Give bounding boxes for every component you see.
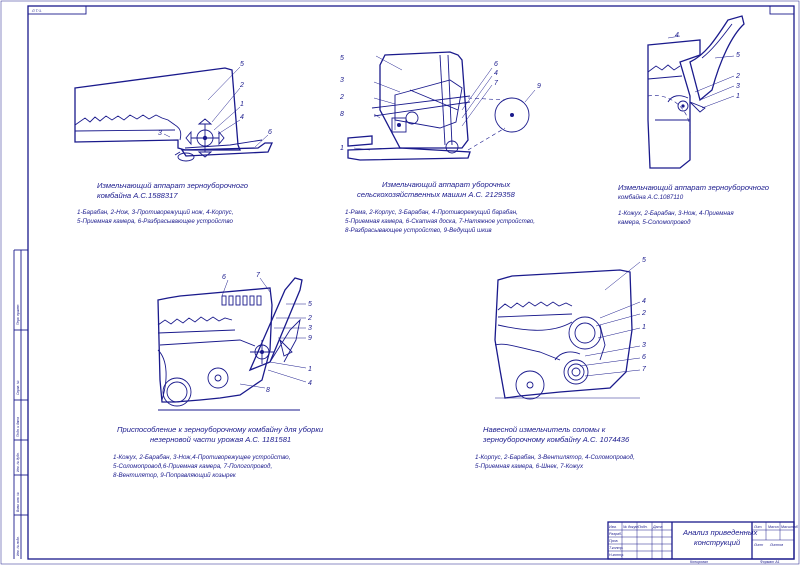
fig2-label-6: 6 — [494, 61, 498, 68]
tb-row-sign: Подп. — [638, 525, 648, 529]
fig5-legend-line2: 5-Приемная камера, 6-Шнек, 7-Кожух — [475, 463, 584, 470]
tb-col-scale: Масштаб — [781, 525, 799, 529]
tb-name-line2: конструкций — [694, 538, 741, 547]
tb-sheets: Листов — [769, 543, 783, 547]
fig4-legend-line3: 8-Вентилятор, 9-Поправляющий козырек — [113, 472, 237, 479]
fig2-legend-line3: 8-Разбрасывающее устройство, 9-Ведущий ш… — [345, 227, 492, 234]
fig5-label-6: 6 — [642, 354, 646, 361]
fig2-title-line2: сельскохозяйственных машин А.С. 2129358 — [357, 190, 516, 199]
tb-row-date: Дата — [652, 525, 662, 529]
fig3-title-line2: комбайна А.С.1087110 — [618, 194, 684, 201]
fig5-label-7: 7 — [642, 366, 647, 373]
fig3-label-5: 5 — [736, 52, 740, 59]
tb-row-doc: № докум. — [623, 525, 639, 529]
fig1-label-5: 5 — [240, 61, 244, 68]
figure-2-drawing — [347, 51, 536, 161]
fig4-label-7: 7 — [256, 272, 261, 279]
fig5-title-line2: зерноуборочному комбайну А.С. 1074436 — [482, 435, 630, 444]
fig4-label-4: 4 — [308, 380, 312, 387]
fig1-label-2: 2 — [239, 82, 244, 89]
fig1-title-line1: Измельчающий аппарат зерноуборочного — [97, 181, 248, 190]
fig2-legend-line2: 5-Приемная камера, 6-Скатная доска, 7-На… — [345, 218, 535, 225]
fig1-label-6: 6 — [268, 129, 272, 136]
fig4-label-2: 2 — [307, 315, 312, 322]
tb-role-3: Т.контр. — [609, 546, 624, 550]
tb-role-2: Пров. — [609, 539, 618, 543]
side-label-1: Перв. примен. — [16, 304, 20, 325]
top-right-sheet-box — [769, 5, 795, 15]
tb-format: Формат A1 — [760, 560, 780, 564]
figure-4-drawing — [157, 277, 307, 411]
fig1-label-3: 3 — [158, 130, 162, 137]
tb-col-mass: Масса — [768, 525, 779, 529]
fig4-label-5: 5 — [308, 301, 312, 308]
side-label-5: Взам. инв. № — [16, 492, 20, 512]
fig4-label-1: 1 — [308, 366, 312, 373]
fig2-label-3: 3 — [340, 77, 344, 84]
figure-2: 5 3 2 8 1 6 4 7 9 Измельчающий аппарат у… — [339, 51, 541, 234]
fig2-label-9: 9 — [537, 83, 541, 90]
fig5-label-4: 4 — [642, 298, 646, 305]
fig4-legend-line1: 1-Кожух, 2-Барабан, 3-Нож,4-Противорежущ… — [113, 454, 290, 461]
side-label-2: Справ. № — [16, 380, 20, 395]
fig4-label-8: 8 — [266, 387, 270, 394]
side-label-3: Подп. и дата — [16, 417, 20, 437]
fig4-title-line1: Приспособление к зерноуборочному комбайн… — [117, 425, 324, 434]
top-left-stamp: Л.Т.Ч. — [27, 5, 87, 15]
fig2-label-2: 2 — [339, 94, 344, 101]
tb-copy: Копировал — [690, 560, 708, 564]
tb-row-izm: Изм. — [609, 525, 617, 529]
figure-3-drawing — [647, 15, 745, 169]
fig3-label-4: 4 — [675, 32, 679, 39]
figure-4: 6 7 5 2 3 9 1 4 8 Приспособление к зерно… — [113, 272, 324, 479]
fig2-label-7: 7 — [494, 80, 499, 87]
fig4-label-9: 9 — [308, 335, 312, 342]
fig2-title-line1: Измельчающий аппарат уборочных — [382, 180, 511, 189]
fig4-legend-line2: 5-Соломопровод,6-Приемная камера, 7-Поло… — [113, 463, 272, 470]
fig1-label-4: 4 — [240, 114, 244, 121]
side-label-4: Инв. № дубл. — [16, 452, 20, 472]
fig4-title-line2: незерновой части урожая А.С. 1181581 — [150, 435, 291, 444]
fig5-title-line1: Навесной измельчитель соломы к — [483, 425, 606, 434]
tb-role-4: Н.контр. — [609, 553, 624, 557]
left-side-strip: Перв. примен. Справ. № Подп. и дата Инв.… — [13, 249, 28, 559]
fig2-legend-line1: 1-Рама, 2-Корпус, 3-Барабан, 4-Противоре… — [345, 209, 518, 216]
fig3-title-line1: Измельчающий аппарат зерноуборочного — [618, 183, 769, 192]
fig3-label-3: 3 — [736, 83, 740, 90]
tb-sheet: Лист — [753, 543, 763, 547]
fig1-legend-line2: 5-Приемная камера, 6-Разбрасывающее устр… — [77, 218, 233, 225]
stamp-label: Л.Т.Ч. — [31, 9, 42, 13]
fig5-label-1: 1 — [642, 324, 646, 331]
figure-1: 5 2 1 4 3 6 Измельчающий аппарат зерноуб… — [74, 61, 274, 225]
figure-5-drawing — [494, 261, 641, 400]
fig4-label-3: 3 — [308, 325, 312, 332]
fig3-legend-line2: камера, 5-Соломопровод — [618, 219, 691, 226]
fig5-label-5: 5 — [642, 257, 646, 264]
fig5-label-2: 2 — [641, 310, 646, 317]
fig2-label-8: 8 — [340, 111, 344, 118]
fig3-label-2: 2 — [735, 73, 740, 80]
title-block: Изм. № докум. Подп. Дата Разраб. Пров. Т… — [607, 521, 799, 564]
fig3-label-1: 1 — [736, 93, 740, 100]
figure-1-drawing — [74, 66, 274, 162]
figure-3: 4 5 2 3 1 Измельчающий аппарат зерноубор… — [618, 15, 769, 226]
fig2-label-1: 1 — [340, 145, 344, 152]
tb-name-line1: Анализ приведенных — [682, 528, 758, 537]
fig1-title-line2: комбайна А.С.1588317 — [97, 191, 178, 200]
side-label-6: Инв. № подл. — [16, 536, 20, 556]
fig1-legend-line1: 1-Барабан, 2-Нож, 3-Противорежущий нож, … — [77, 209, 233, 216]
figure-5: 5 4 2 1 3 6 7 Навесной измельчитель соло… — [475, 257, 647, 470]
fig4-label-6: 6 — [222, 274, 226, 281]
tb-role-1: Разраб. — [609, 532, 622, 536]
fig3-legend-line1: 1-Кожух, 2-Барабан, 3-Нож, 4-Приемная — [618, 210, 734, 217]
fig1-label-1: 1 — [240, 101, 244, 108]
fig2-label-4: 4 — [494, 70, 498, 77]
fig5-legend-line1: 1-Корпус, 2-Барабан, 3-Вентилятор, 4-Сол… — [475, 454, 635, 461]
drawing-frame — [27, 5, 795, 560]
fig2-label-5: 5 — [340, 55, 344, 62]
tb-col-lit: Лит. — [753, 525, 762, 529]
fig5-label-3: 3 — [642, 342, 646, 349]
